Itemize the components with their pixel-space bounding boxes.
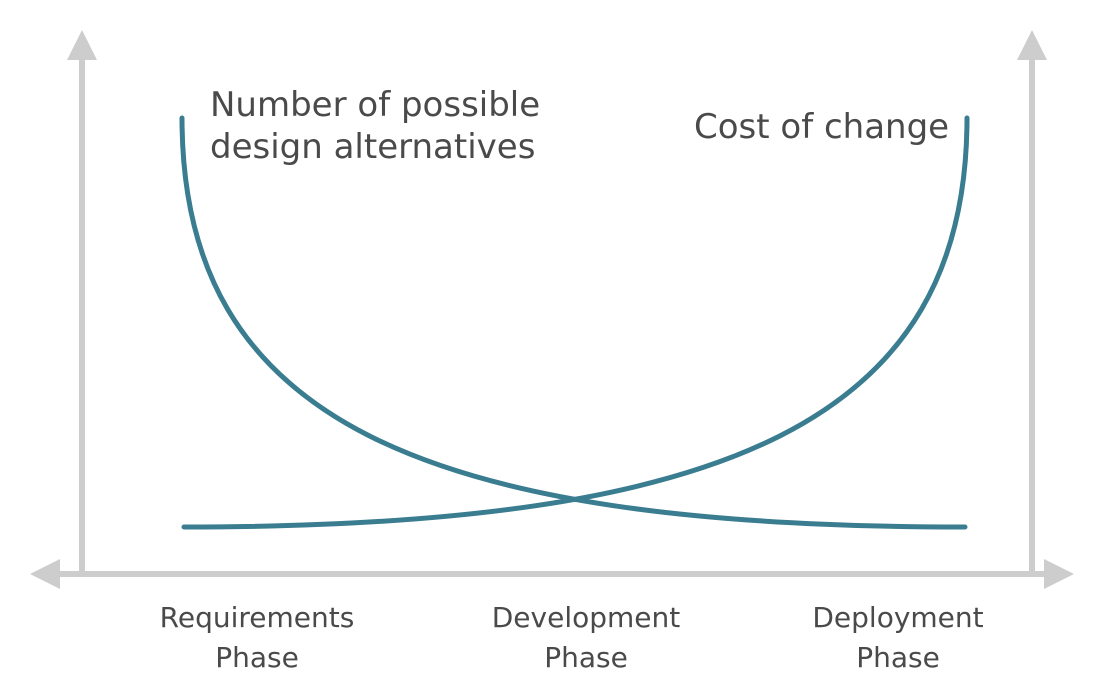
design-alternatives-curve — [179, 115, 968, 530]
left-axis-arrowhead — [67, 30, 97, 60]
right-axis-arrowhead — [1017, 30, 1047, 60]
horizontal-axis-right-arrowhead — [1044, 559, 1074, 589]
horizontal-axis-left-arrowhead — [30, 559, 60, 589]
phase-label-development: Development Phase — [491, 601, 681, 674]
cost-of-change-curve — [181, 115, 970, 530]
phase-label-requirements: Requirements Phase — [159, 601, 355, 674]
phase-label-deployment: Deployment Phase — [812, 601, 984, 674]
cost-of-change-label: Cost of change — [694, 107, 950, 147]
design-alternatives-label: Number of possible design alternatives — [210, 85, 541, 167]
